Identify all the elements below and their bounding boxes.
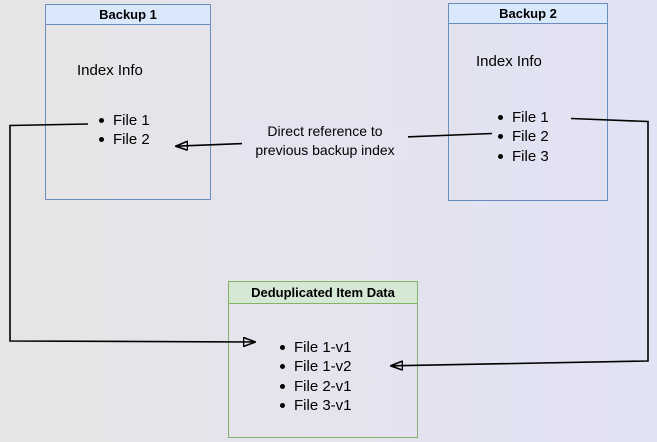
backup1-file-list: File 1 File 2 (99, 111, 150, 150)
file-label: File 2 (512, 128, 549, 146)
bullet-icon (280, 403, 285, 409)
file-label: File 2-v1 (294, 377, 352, 395)
file-label: File 1 (512, 109, 549, 126)
file-label: File 3-v1 (294, 396, 352, 414)
backup2-subtitle: Index Info (476, 53, 542, 70)
direct-reference-label: Direct reference to previous backup inde… (242, 121, 408, 161)
dedup-box: Deduplicated Item Data File 1-v1 File 1-… (228, 281, 418, 438)
backup1-subtitle: Index Info (77, 62, 143, 79)
list-item: File 2 (99, 130, 150, 149)
backup1-title: Backup 1 (46, 5, 210, 25)
backup1-box: Backup 1 Index Info File 1 File 2 (45, 4, 211, 200)
list-item: File 1-v1 (280, 338, 352, 357)
bullet-icon (99, 118, 104, 124)
bullet-icon (280, 345, 285, 351)
bullet-icon (280, 364, 285, 370)
file-label: File 1-v1 (294, 339, 352, 356)
bullet-icon (498, 153, 503, 159)
bullet-icon (498, 134, 503, 140)
bullet-icon (99, 137, 104, 143)
list-item: File 3 (498, 147, 549, 166)
backup2-title: Backup 2 (449, 4, 607, 24)
list-item: File 3-v1 (280, 396, 352, 415)
file-label: File 2 (113, 131, 150, 149)
list-item: File 1-v2 (280, 357, 352, 376)
list-item: File 2 (498, 127, 549, 146)
dedup-file-list: File 1-v1 File 1-v2 File 2-v1 File 3-v1 (280, 338, 352, 415)
file-label: File 1 (113, 112, 150, 129)
list-item: File 2-v1 (280, 377, 352, 396)
file-label: File 3 (512, 147, 549, 165)
bullet-icon (280, 383, 285, 389)
dedup-title: Deduplicated Item Data (229, 282, 417, 304)
list-item: File 1 (498, 108, 549, 127)
direct-reference-label-line1: Direct reference to (267, 123, 383, 139)
direct-reference-label-line2: previous backup index (255, 142, 395, 158)
list-item: File 1 (99, 111, 150, 130)
file-label: File 1-v2 (294, 358, 352, 376)
bullet-icon (498, 115, 503, 121)
backup2-box: Backup 2 Index Info File 1 File 2 File 3 (448, 3, 608, 201)
backup2-file-list: File 1 File 2 File 3 (498, 108, 549, 166)
